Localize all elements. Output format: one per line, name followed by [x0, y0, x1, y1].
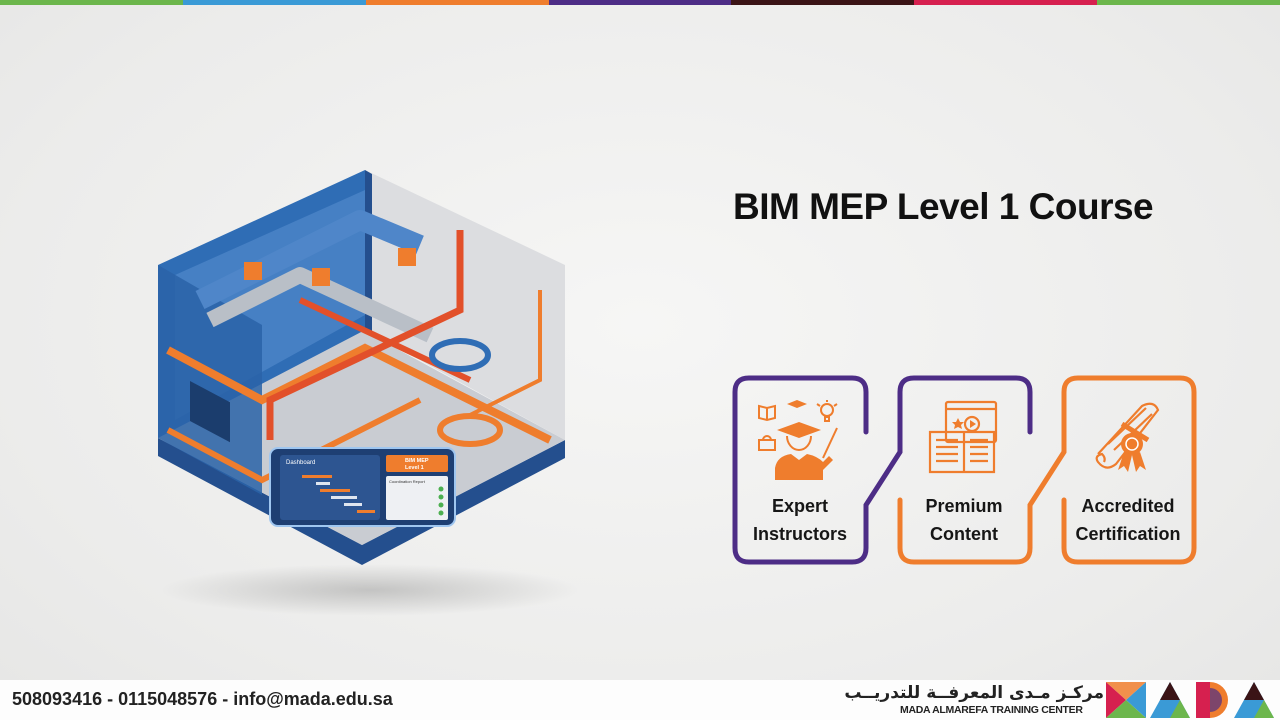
feature-label-line2: Certification: [1075, 524, 1181, 544]
page-title: BIM MEP Level 1 Course: [733, 186, 1154, 227]
wall-edge: [365, 170, 372, 334]
feature-label-line1: Premium: [925, 496, 1003, 516]
feature-card-premium-content: Premium Content: [898, 492, 1030, 548]
book-video-icon: [928, 400, 998, 474]
duct-gray: [206, 267, 434, 343]
stripe-red: [914, 0, 1098, 5]
feature-label-line2: Content: [930, 524, 998, 544]
stripe-blue: [182, 0, 366, 5]
tablet: Dashboard BIM MEP Level 1 Coordination R…: [269, 447, 456, 527]
tablet-badge-line2: Level 1: [405, 465, 424, 471]
window: [190, 381, 230, 443]
instructor-icon: [758, 400, 838, 480]
cable-coil-blue: [429, 338, 491, 372]
stripe-brown: [731, 0, 915, 5]
duct-fitting-3: [398, 248, 416, 266]
cable-coil-orange: [437, 413, 503, 447]
feature-label-line1: Accredited: [1081, 496, 1175, 516]
bim-building-illustration: Dashboard BIM MEP Level 1 Coordination R…: [158, 170, 580, 616]
org-name-english: MADA ALMAREFA TRAINING CENTER: [900, 704, 1083, 716]
pipe-red: [266, 230, 464, 440]
feature-label-line2: Instructors: [752, 524, 848, 544]
footer-bar: [0, 680, 1280, 720]
conduit: [469, 290, 542, 417]
duct-fitting: [244, 262, 262, 280]
org-name-arabic: مركـز مـدى المعرفــة للتدريــب: [844, 683, 1104, 703]
contact-info: 508093416 - 0115048576 - info@mada.edu.s…: [12, 689, 393, 709]
stripe-purple: [548, 0, 732, 5]
beam-orange: [166, 343, 552, 444]
beam-orange-2: [166, 397, 422, 484]
tablet-badge-line1: BIM MEP: [405, 458, 429, 464]
stripe-green-2: [1097, 0, 1280, 5]
feature-card-accredited-certification: Accredited Certification: [1062, 492, 1194, 548]
certificate-icon: [1095, 402, 1160, 472]
mada-logo: [1106, 682, 1274, 718]
shadow: [160, 564, 580, 616]
feature-card-expert-instructors: Expert Instructors: [734, 492, 866, 548]
tablet-report: Coordination Report: [389, 479, 426, 484]
tablet-heading: Dashboard: [286, 460, 315, 466]
top-color-stripe: [0, 0, 1280, 5]
stripe-green: [0, 0, 183, 5]
duct-fitting-2: [312, 268, 330, 286]
stripe-orange: [365, 0, 549, 5]
feature-label-line1: Expert: [771, 496, 829, 516]
